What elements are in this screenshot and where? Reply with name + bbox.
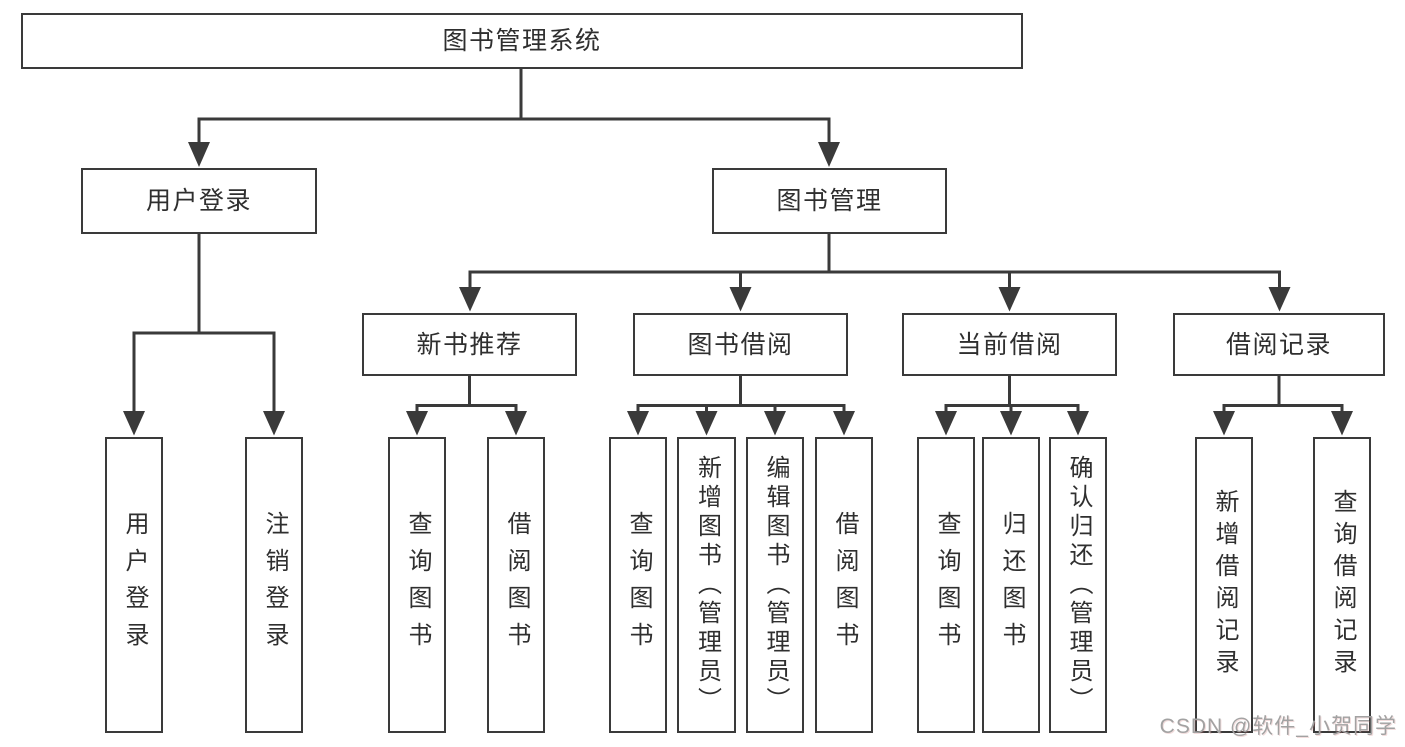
node-root: 图书管理系统 — [21, 13, 1023, 69]
leaf-edit-book-admin: 编辑图书（管理员） — [746, 437, 804, 733]
node-user-login: 用户登录 — [81, 168, 317, 234]
leaf-borrow-books-2: 借阅图书 — [815, 437, 873, 733]
node-user-login-label: 用户登录 — [145, 187, 252, 215]
leaf-edit-book-admin-label: 编辑图书（管理员） — [762, 454, 789, 716]
leaf-user-login: 用户登录 — [105, 437, 163, 733]
node-current-borrow-label: 当前借阅 — [956, 330, 1063, 359]
leaf-query-books-1: 查询图书 — [388, 437, 446, 733]
leaf-borrow-books-1: 借阅图书 — [487, 437, 545, 733]
leaf-add-book-admin-label: 新增图书（管理员） — [693, 454, 721, 716]
node-book-management: 图书管理 — [712, 168, 947, 234]
leaf-query-books-1-label: 查询图书 — [404, 511, 431, 659]
leaf-user-login-label: 用户登录 — [121, 511, 148, 659]
leaf-borrow-books-2-label: 借阅图书 — [831, 511, 858, 659]
leaf-logout: 注销登录 — [245, 437, 303, 733]
leaf-query-books-2: 查询图书 — [609, 437, 667, 733]
leaf-return-book-label: 归还图书 — [998, 511, 1025, 659]
leaf-query-books-3-label: 查询图书 — [933, 511, 960, 659]
node-new-book-recommend: 新书推荐 — [362, 313, 577, 376]
leaf-query-borrow-record: 查询借阅记录 — [1313, 437, 1371, 733]
node-root-label: 图书管理系统 — [442, 27, 602, 55]
node-book-borrow-label: 图书借阅 — [687, 330, 794, 359]
leaf-confirm-return-admin-label: 确认归还（管理员） — [1065, 454, 1092, 716]
node-borrow-records-label: 借阅记录 — [1225, 330, 1332, 359]
leaf-borrow-books-1-label: 借阅图书 — [503, 511, 530, 659]
node-book-management-label: 图书管理 — [776, 187, 883, 215]
leaf-add-borrow-record: 新增借阅记录 — [1195, 437, 1253, 733]
leaf-query-borrow-record-label: 查询借阅记录 — [1329, 489, 1356, 681]
leaf-logout-label: 注销登录 — [261, 511, 288, 659]
watermark-text: CSDN @软件_小贺同学 — [1159, 715, 1397, 738]
node-current-borrow: 当前借阅 — [902, 313, 1117, 376]
node-book-borrow: 图书借阅 — [633, 313, 848, 376]
leaf-confirm-return-admin: 确认归还（管理员） — [1049, 437, 1107, 733]
node-borrow-records: 借阅记录 — [1173, 313, 1385, 376]
leaf-add-book-admin: 新增图书（管理员） — [677, 437, 736, 733]
leaf-query-books-2-label: 查询图书 — [625, 511, 652, 659]
leaf-return-book: 归还图书 — [982, 437, 1040, 733]
leaf-query-books-3: 查询图书 — [917, 437, 975, 733]
node-new-book-recommend-label: 新书推荐 — [416, 330, 523, 359]
leaf-add-borrow-record-label: 新增借阅记录 — [1211, 489, 1238, 681]
